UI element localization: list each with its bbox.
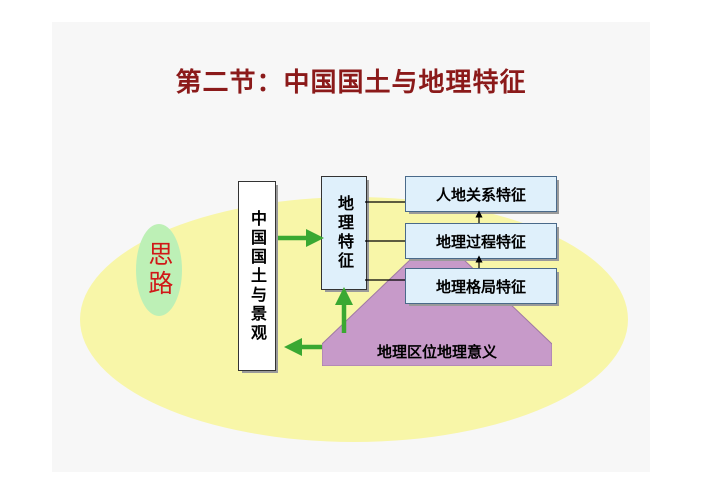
feature-label: 地理过程特征 bbox=[435, 232, 526, 251]
feature-box-process: 地理过程特征 bbox=[405, 223, 557, 259]
significance-trapezoid bbox=[322, 258, 552, 366]
landscape-box: 中国国土与景观 bbox=[238, 181, 276, 371]
feature-label: 人地关系特征 bbox=[435, 185, 526, 204]
geo-feature-label: 地理特征 bbox=[335, 195, 354, 271]
feature-box-pattern: 地理格局特征 bbox=[405, 268, 557, 304]
slide-title: 第二节：中国国土与地理特征 bbox=[175, 68, 527, 98]
geo-feature-box: 地理特征 bbox=[321, 176, 367, 290]
feature-label: 地理格局特征 bbox=[435, 277, 526, 296]
feature-box-relationship: 人地关系特征 bbox=[405, 176, 557, 212]
landscape-label: 中国国土与景观 bbox=[248, 209, 267, 343]
thought-label: 思路 bbox=[136, 224, 182, 316]
significance-label: 地理区位地理意义 bbox=[376, 342, 497, 361]
